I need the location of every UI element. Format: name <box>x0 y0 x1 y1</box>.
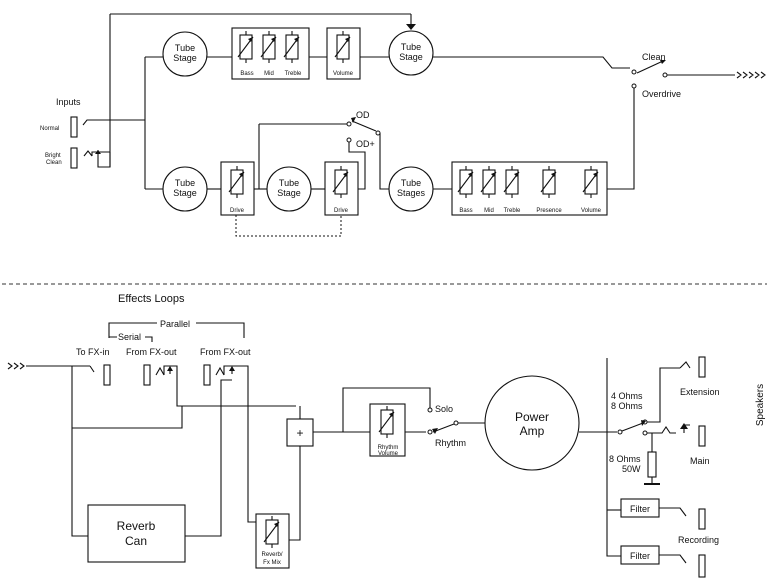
svg-text:Treble: Treble <box>504 208 521 214</box>
input-clean-label: Clean <box>46 160 62 166</box>
tube-stage-clean-2: Tube Stage <box>388 30 434 76</box>
ohms-4-label: 4 Ohms <box>611 391 643 401</box>
to-fx-in-label: To FX-in <box>76 347 110 357</box>
svg-text:+: + <box>296 426 303 440</box>
svg-text:Can: Can <box>125 534 147 548</box>
svg-text:Fx Mix: Fx Mix <box>263 560 281 566</box>
serial-label: Serial <box>118 332 141 342</box>
od-plus-label: OD+ <box>356 139 375 149</box>
clean-volume: Volume <box>326 27 361 80</box>
svg-text:Bass: Bass <box>459 208 472 214</box>
svg-text:Stages: Stages <box>397 188 426 198</box>
preamp-section: Inputs Normal Bright Clean Tube Stage <box>40 13 766 237</box>
od-tone-stack: Bass Mid Treble Presence Volume <box>451 161 608 216</box>
from-fx-out-1-label: From FX-out <box>126 347 177 357</box>
extension-jack: Extension <box>680 356 720 397</box>
svg-text:Presence: Presence <box>536 208 562 214</box>
svg-text:Volume: Volume <box>333 71 354 77</box>
rhythm-volume: Rhythm Volume <box>369 403 406 457</box>
svg-text:Amp: Amp <box>520 424 545 438</box>
ohms-8-label: 8 Ohms <box>611 401 643 411</box>
recording-label: Recording <box>678 535 719 545</box>
svg-text:Tube: Tube <box>279 178 299 188</box>
main-label: Main <box>690 456 710 466</box>
solo-label: Solo <box>435 404 453 414</box>
reverb-can: Reverb Can <box>87 504 186 563</box>
svg-text:Tube: Tube <box>175 43 195 53</box>
summing-node: + <box>286 418 314 447</box>
clean-label: Clean <box>642 52 666 62</box>
solo-rhythm-switch: Solo Rhythm <box>427 404 466 448</box>
reverb-fx-mix: Reverb/ Fx Mix <box>255 513 290 569</box>
svg-text:Filter: Filter <box>630 551 650 561</box>
tube-stages-od: Tube Stages <box>388 166 434 212</box>
effects-loops-title: Effects Loops <box>118 293 185 305</box>
svg-text:Stage: Stage <box>277 188 301 198</box>
tube-stage-clean-1: Tube Stage <box>162 31 208 77</box>
overdrive-label: Overdrive <box>642 89 681 99</box>
svg-text:Stage: Stage <box>173 53 197 63</box>
extension-label: Extension <box>680 387 720 397</box>
svg-text:Filter: Filter <box>630 504 650 514</box>
filter-2: Filter <box>620 545 660 565</box>
parallel-label: Parallel <box>160 319 190 329</box>
from-fx-out-1-jack <box>143 364 296 407</box>
svg-text:Reverb: Reverb <box>117 519 156 533</box>
svg-text:Stage: Stage <box>173 188 197 198</box>
speakers-label: Speakers <box>755 384 766 426</box>
svg-text:Volume: Volume <box>581 208 602 214</box>
svg-text:Tube: Tube <box>175 178 195 188</box>
tube-stage-od-1: Tube Stage <box>162 166 208 212</box>
svg-text:Rhythm: Rhythm <box>378 445 399 451</box>
to-fx-in-jack <box>103 364 111 386</box>
inputs-title: Inputs <box>56 97 81 107</box>
input-normal-label: Normal <box>40 126 59 132</box>
clean-bass-label: Bass <box>240 71 253 77</box>
tube-stage-od-2: Tube Stage <box>266 166 312 212</box>
clean-tone-stack: Bass Mid Treble <box>231 27 310 80</box>
recording-jack-2 <box>698 554 706 578</box>
watts-50-label: 50W <box>622 464 641 474</box>
svg-text:Tube: Tube <box>401 178 421 188</box>
svg-text:Volume: Volume <box>378 451 399 457</box>
od-label: OD <box>356 110 370 120</box>
channel-switch: Clean Overdrive <box>631 52 766 99</box>
svg-text:Power: Power <box>515 410 549 424</box>
rhythm-label: Rhythm <box>435 438 466 448</box>
drive-1: Drive <box>220 161 255 216</box>
main-jack: Main <box>690 425 710 466</box>
filter-1: Filter <box>620 498 660 518</box>
svg-text:Drive: Drive <box>334 208 349 214</box>
svg-text:Tube: Tube <box>401 42 421 52</box>
input-bright-jack <box>70 147 111 169</box>
from-fx-out-2-label: From FX-out <box>200 347 251 357</box>
od-switch: OD OD+ <box>346 110 381 149</box>
svg-text:Mid: Mid <box>484 208 494 214</box>
svg-text:Drive: Drive <box>230 208 245 214</box>
input-normal-jack <box>70 116 110 138</box>
clean-mid-label: Mid <box>264 71 274 77</box>
ohms-8-load-label: 8 Ohms <box>609 454 641 464</box>
impedance-switch: 4 Ohms 8 Ohms 8 Ohms 50W <box>609 391 660 485</box>
power-amp: Power Amp <box>484 375 580 471</box>
from-fx-out-2-jack <box>203 364 265 523</box>
clean-treble-label: Treble <box>285 71 302 77</box>
drive-2: Drive <box>324 161 359 216</box>
input-bright-label: Bright <box>45 153 61 159</box>
power-section: Effects Loops Parallel Serial To FX-in F… <box>7 293 766 578</box>
recording-jack-1 <box>698 508 706 530</box>
svg-text:Stage: Stage <box>399 52 423 62</box>
svg-text:Reverb/: Reverb/ <box>261 552 282 558</box>
